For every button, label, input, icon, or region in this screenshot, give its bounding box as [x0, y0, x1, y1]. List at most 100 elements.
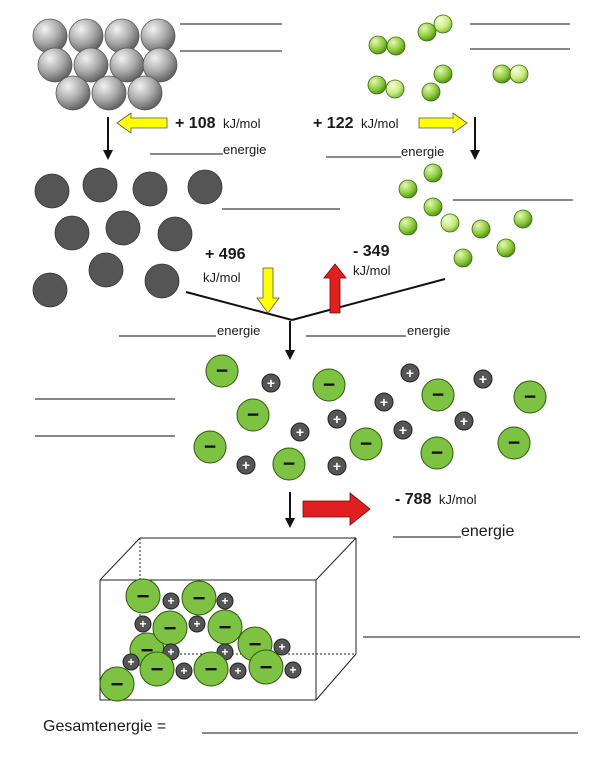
energy-arrow-yellow [256, 267, 280, 314]
sodium-ion: + [374, 392, 394, 412]
sodium-ion: + [473, 369, 493, 389]
sodium-ion: + [327, 409, 347, 429]
cation-sign: + [406, 365, 414, 381]
sodium-ion: + [188, 615, 206, 633]
sublimation-value: + 108 [175, 115, 216, 132]
sodium-ion: + [400, 363, 420, 383]
sodium-ion: + [216, 592, 234, 610]
chlorine-molecules [367, 14, 529, 102]
chloride-ion: − [421, 378, 455, 412]
anion-sign: − [247, 404, 259, 427]
cation-sign: + [234, 664, 241, 678]
anion-sign: − [111, 672, 124, 697]
electron-affinity-unit: kJ/mol [353, 263, 391, 278]
chloride-ion: − [125, 578, 161, 614]
chloride-ion: − [420, 436, 454, 470]
sodium-ion: + [229, 662, 247, 680]
merge-line-left [185, 291, 293, 321]
chloride-ion: − [349, 427, 383, 461]
lattice-suffix: energie [461, 523, 514, 540]
chloride-ion: − [513, 380, 547, 414]
energy-arrow-red [302, 492, 371, 526]
ion-energy-right-suffix: energie [407, 323, 450, 338]
total-energy-label: Gesamtenergie = [43, 718, 166, 735]
cation-sign: + [278, 640, 285, 654]
cation-sign: + [267, 375, 275, 391]
energy-arrow-red [323, 263, 347, 314]
anion-sign: − [204, 436, 216, 459]
chloride-ion: − [207, 609, 243, 645]
electron-affinity-value: - 349 [353, 243, 390, 260]
anion-sign: − [137, 584, 150, 609]
chloride-ion: − [272, 447, 306, 481]
chlorine-atoms [398, 163, 533, 268]
ionization-value: + 496 [205, 246, 246, 263]
crystal-ions: −−−−−−++++++++−−−+++− [99, 578, 302, 702]
lattice-unit: kJ/mol [439, 492, 477, 507]
sodium-ion: + [122, 653, 140, 671]
chloride-ion: − [152, 610, 188, 646]
sublimation-unit: kJ/mol [223, 116, 261, 131]
sodium-ion: + [134, 615, 152, 633]
gaseous-metal-atoms [32, 167, 223, 308]
chloride-ion: − [193, 651, 229, 687]
cation-sign: + [296, 424, 304, 440]
lattice-value: - 788 [395, 491, 432, 508]
chloride-ion: − [248, 649, 284, 685]
anion-sign: − [323, 374, 335, 397]
anion-sign: − [219, 615, 232, 640]
cation-sign: + [139, 617, 146, 631]
anion-sign: − [524, 386, 536, 409]
anion-sign: − [283, 453, 295, 476]
cation-sign: + [333, 458, 341, 474]
chloride-ion: − [139, 651, 175, 687]
anion-sign: − [508, 432, 520, 455]
dissociation-suffix: energie [401, 144, 444, 159]
cation-sign: + [460, 413, 468, 429]
sodium-ion: + [290, 422, 310, 442]
anion-sign: − [216, 360, 228, 383]
lattice-label: - 788 kJ/mol [395, 491, 477, 508]
anion-sign: − [431, 442, 443, 465]
ionization-unit: kJ/mol [203, 270, 241, 285]
process-arrow [470, 117, 480, 160]
cation-sign: + [221, 594, 228, 608]
anion-sign: − [193, 586, 206, 611]
cation-sign: + [242, 457, 250, 473]
dissociation-value: + 122 [313, 115, 354, 132]
anion-sign: − [432, 384, 444, 407]
process-arrow [285, 492, 295, 528]
energy-arrow-yellow [116, 112, 168, 134]
gaseous-ions: −+−++−−+−+++−+−−−+−+ [193, 354, 547, 481]
chloride-ion: − [99, 666, 135, 702]
sodium-ion: + [175, 662, 193, 680]
sodium-ion: + [273, 638, 291, 656]
cation-sign: + [167, 645, 174, 659]
cation-sign: + [380, 394, 388, 410]
chloride-ion: − [312, 368, 346, 402]
solid-metal-cluster [32, 18, 178, 111]
process-arrow [285, 321, 295, 360]
cation-sign: + [193, 617, 200, 631]
cation-sign: + [289, 663, 296, 677]
cation-sign: + [221, 645, 228, 659]
anion-sign: − [151, 657, 164, 682]
sodium-ion: + [162, 592, 180, 610]
cation-sign: + [333, 411, 341, 427]
ion-energy-left-suffix: energie [217, 323, 260, 338]
sublimation-label: + 108 kJ/mol [175, 115, 261, 132]
sodium-ion: + [454, 411, 474, 431]
energy-arrow-yellow [418, 112, 468, 134]
anion-sign: − [360, 433, 372, 456]
process-arrow [103, 117, 113, 160]
chloride-ion: − [181, 580, 217, 616]
sodium-ion: + [327, 456, 347, 476]
cation-sign: + [479, 371, 487, 387]
anion-sign: − [260, 655, 273, 680]
chloride-ion: − [497, 426, 531, 460]
cation-sign: + [180, 664, 187, 678]
anion-sign: − [205, 657, 218, 682]
chloride-ion: − [236, 398, 270, 432]
merge-line-right [291, 278, 446, 321]
